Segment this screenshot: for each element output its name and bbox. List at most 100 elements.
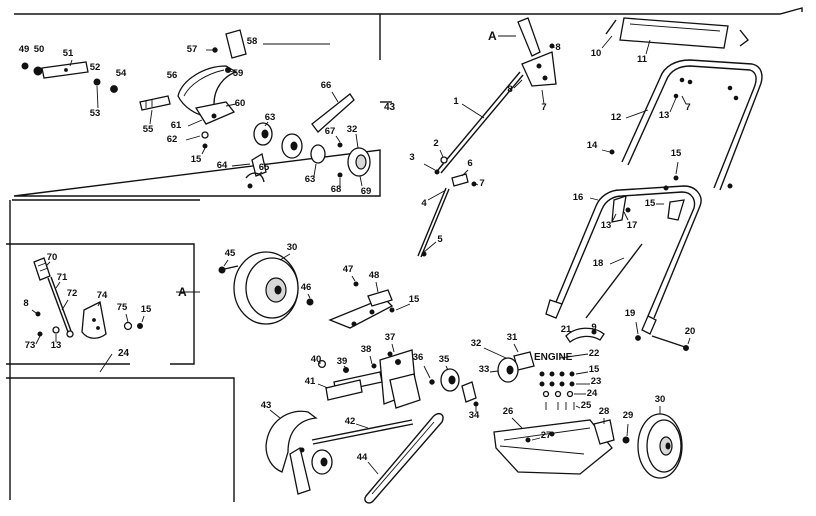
part-callout-22: 22 [589,348,600,359]
leader-line [461,169,469,177]
part-callout-15: 15 [141,304,152,315]
leader-line [423,241,437,253]
leader-line [623,211,629,221]
part-callout-45: 45 [225,248,236,259]
part-callout-63: 63 [305,174,316,185]
part-callout-15: 15 [645,198,656,209]
part-callout-41: 41 [305,376,316,387]
leader-line [511,417,523,429]
leader-line [669,97,677,113]
leader-line [96,85,99,109]
part-callout-43: 43 [261,400,272,411]
leader-line [626,423,629,437]
part-callout-70: 70 [47,252,58,263]
part-callout-15: 15 [671,148,682,159]
part-callout-26: 26 [503,406,514,417]
leader-line [355,423,369,429]
part-callout-11: 11 [637,54,648,65]
engine-bolts [539,371,575,410]
part-callout-72: 72 [67,288,78,299]
leader-line [591,327,595,333]
part-callout-30: 30 [655,394,666,405]
leader-line [31,309,37,314]
part-callout-15: 15 [589,364,600,375]
leader-line [69,59,73,67]
leader-line [423,163,436,171]
leader-line [369,355,373,365]
leader-line [687,337,691,345]
part-callout-32: 32 [347,124,358,135]
left-inset-number: 24 [118,348,130,359]
leader-line [317,383,329,389]
leader-line [351,275,356,282]
part-callout-64: 64 [217,160,228,171]
leader-line [427,189,447,201]
leader-line [575,371,589,375]
part-callout-4: 4 [421,198,427,209]
part-callout-32: 32 [471,338,482,349]
leader-line [513,79,523,89]
part-callout-24: 24 [587,388,598,399]
part-callout-18: 18 [593,258,604,269]
part-callout-65: 65 [259,162,270,173]
leader-line [367,461,379,475]
part-callout-50: 50 [34,44,45,55]
leader-line [531,437,541,441]
top-inset-number: 43 [384,102,396,113]
part-callout-3: 3 [409,152,414,163]
part-callout-1: 1 [453,96,459,107]
leader-line [355,133,359,149]
part-callout-33: 33 [479,364,490,375]
part-callout-53: 53 [90,108,101,119]
leader-line [307,293,311,299]
part-callout-13: 13 [659,110,670,121]
leader-line [223,259,229,267]
part-callout-7: 7 [541,102,546,113]
leader-line [681,95,687,105]
part-callout-9: 9 [591,322,596,333]
part-callout-8: 8 [555,42,560,53]
part-callout-54: 54 [116,68,127,79]
part-callout-25: 25 [581,400,592,411]
leader-line [609,257,625,265]
divider-lines [9,7,803,500]
leader-line [541,89,545,105]
top-inset-parts [21,29,371,189]
leader-line [141,315,145,323]
leader-line [635,321,639,335]
leader-line [461,103,485,119]
part-callout-31: 31 [507,332,518,343]
part-callout-68: 68 [331,184,342,195]
part-callout-74: 74 [97,290,108,301]
leader-line [675,161,679,175]
part-callout-7: 7 [685,102,690,113]
leader-line [439,149,444,158]
part-callout-69: 69 [361,186,372,197]
part-callout-34: 34 [469,410,480,421]
part-callout-15: 15 [191,154,202,165]
part-callout-19: 19 [625,308,636,319]
part-callout-44: 44 [357,452,368,463]
left-inset-marker: A [178,285,187,299]
leader-line [45,261,51,267]
part-callout-12: 12 [611,112,622,123]
part-callout-27: 27 [541,430,552,441]
part-callout-46: 46 [301,282,312,293]
part-callout-13: 13 [51,340,62,351]
part-callout-15: 15 [409,294,420,305]
handle-assembly [545,17,763,351]
part-callout-57: 57 [187,44,198,55]
left-inset-frame [6,243,235,502]
part-callout-30: 30 [287,242,298,253]
leader-line [35,335,41,345]
part-callout-73: 73 [25,340,36,351]
part-callout-61: 61 [171,120,182,131]
leader-line [513,343,519,353]
handle-marker: A [488,29,497,43]
part-callout-60: 60 [235,98,246,109]
part-callout-5: 5 [437,234,443,245]
leader-line [187,119,203,127]
leader-line [125,313,129,323]
part-callout-17: 17 [627,220,638,231]
